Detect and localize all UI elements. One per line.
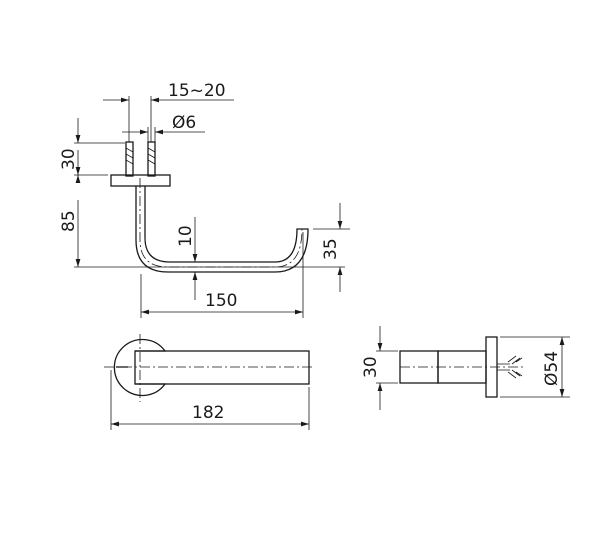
tube-centerline (139, 178, 303, 268)
dim-label-tip-height: 35 (321, 238, 341, 260)
dim-vertical-left: 30 85 (59, 118, 345, 268)
dim-label-anchor-spacing: 15~20 (168, 81, 226, 101)
dim-arm-length: 150 (140, 232, 304, 318)
dim-label-anchor-depth: 30 (59, 148, 79, 170)
anchor-bolts (125, 141, 156, 177)
dim-label-anchor-diameter: Ø6 (172, 113, 196, 133)
dim-tip-height: 35 (313, 203, 350, 292)
dim-label-overall-length: 182 (192, 403, 224, 423)
dim-label-side-tube: 30 (361, 356, 381, 378)
dim-flange-diameter: Ø54 (500, 336, 570, 398)
front-view: 15~20 Ø6 30 85 10 35 150 (59, 81, 350, 318)
dim-tube-diameter: 10 (176, 217, 198, 300)
dim-anchor-spacing: 15~20 (103, 81, 234, 142)
dim-label-drop-height: 85 (59, 210, 79, 232)
dim-anchor-diameter: Ø6 (122, 113, 205, 142)
flange-circle (113, 338, 167, 397)
side-view: 30 Ø54 (361, 326, 570, 410)
side-anchor (497, 355, 523, 379)
dim-label-arm-length: 150 (205, 291, 237, 311)
dim-label-tube-diameter: 10 (176, 225, 196, 247)
dim-side-tube: 30 (361, 326, 398, 410)
dim-overall-length: 182 (110, 370, 310, 430)
dim-label-flange-diameter: Ø54 (542, 351, 562, 386)
arm-top (134, 350, 310, 385)
top-view: 182 (104, 334, 314, 430)
mounting-flange (110, 174, 171, 187)
holder-tube (135, 186, 309, 273)
